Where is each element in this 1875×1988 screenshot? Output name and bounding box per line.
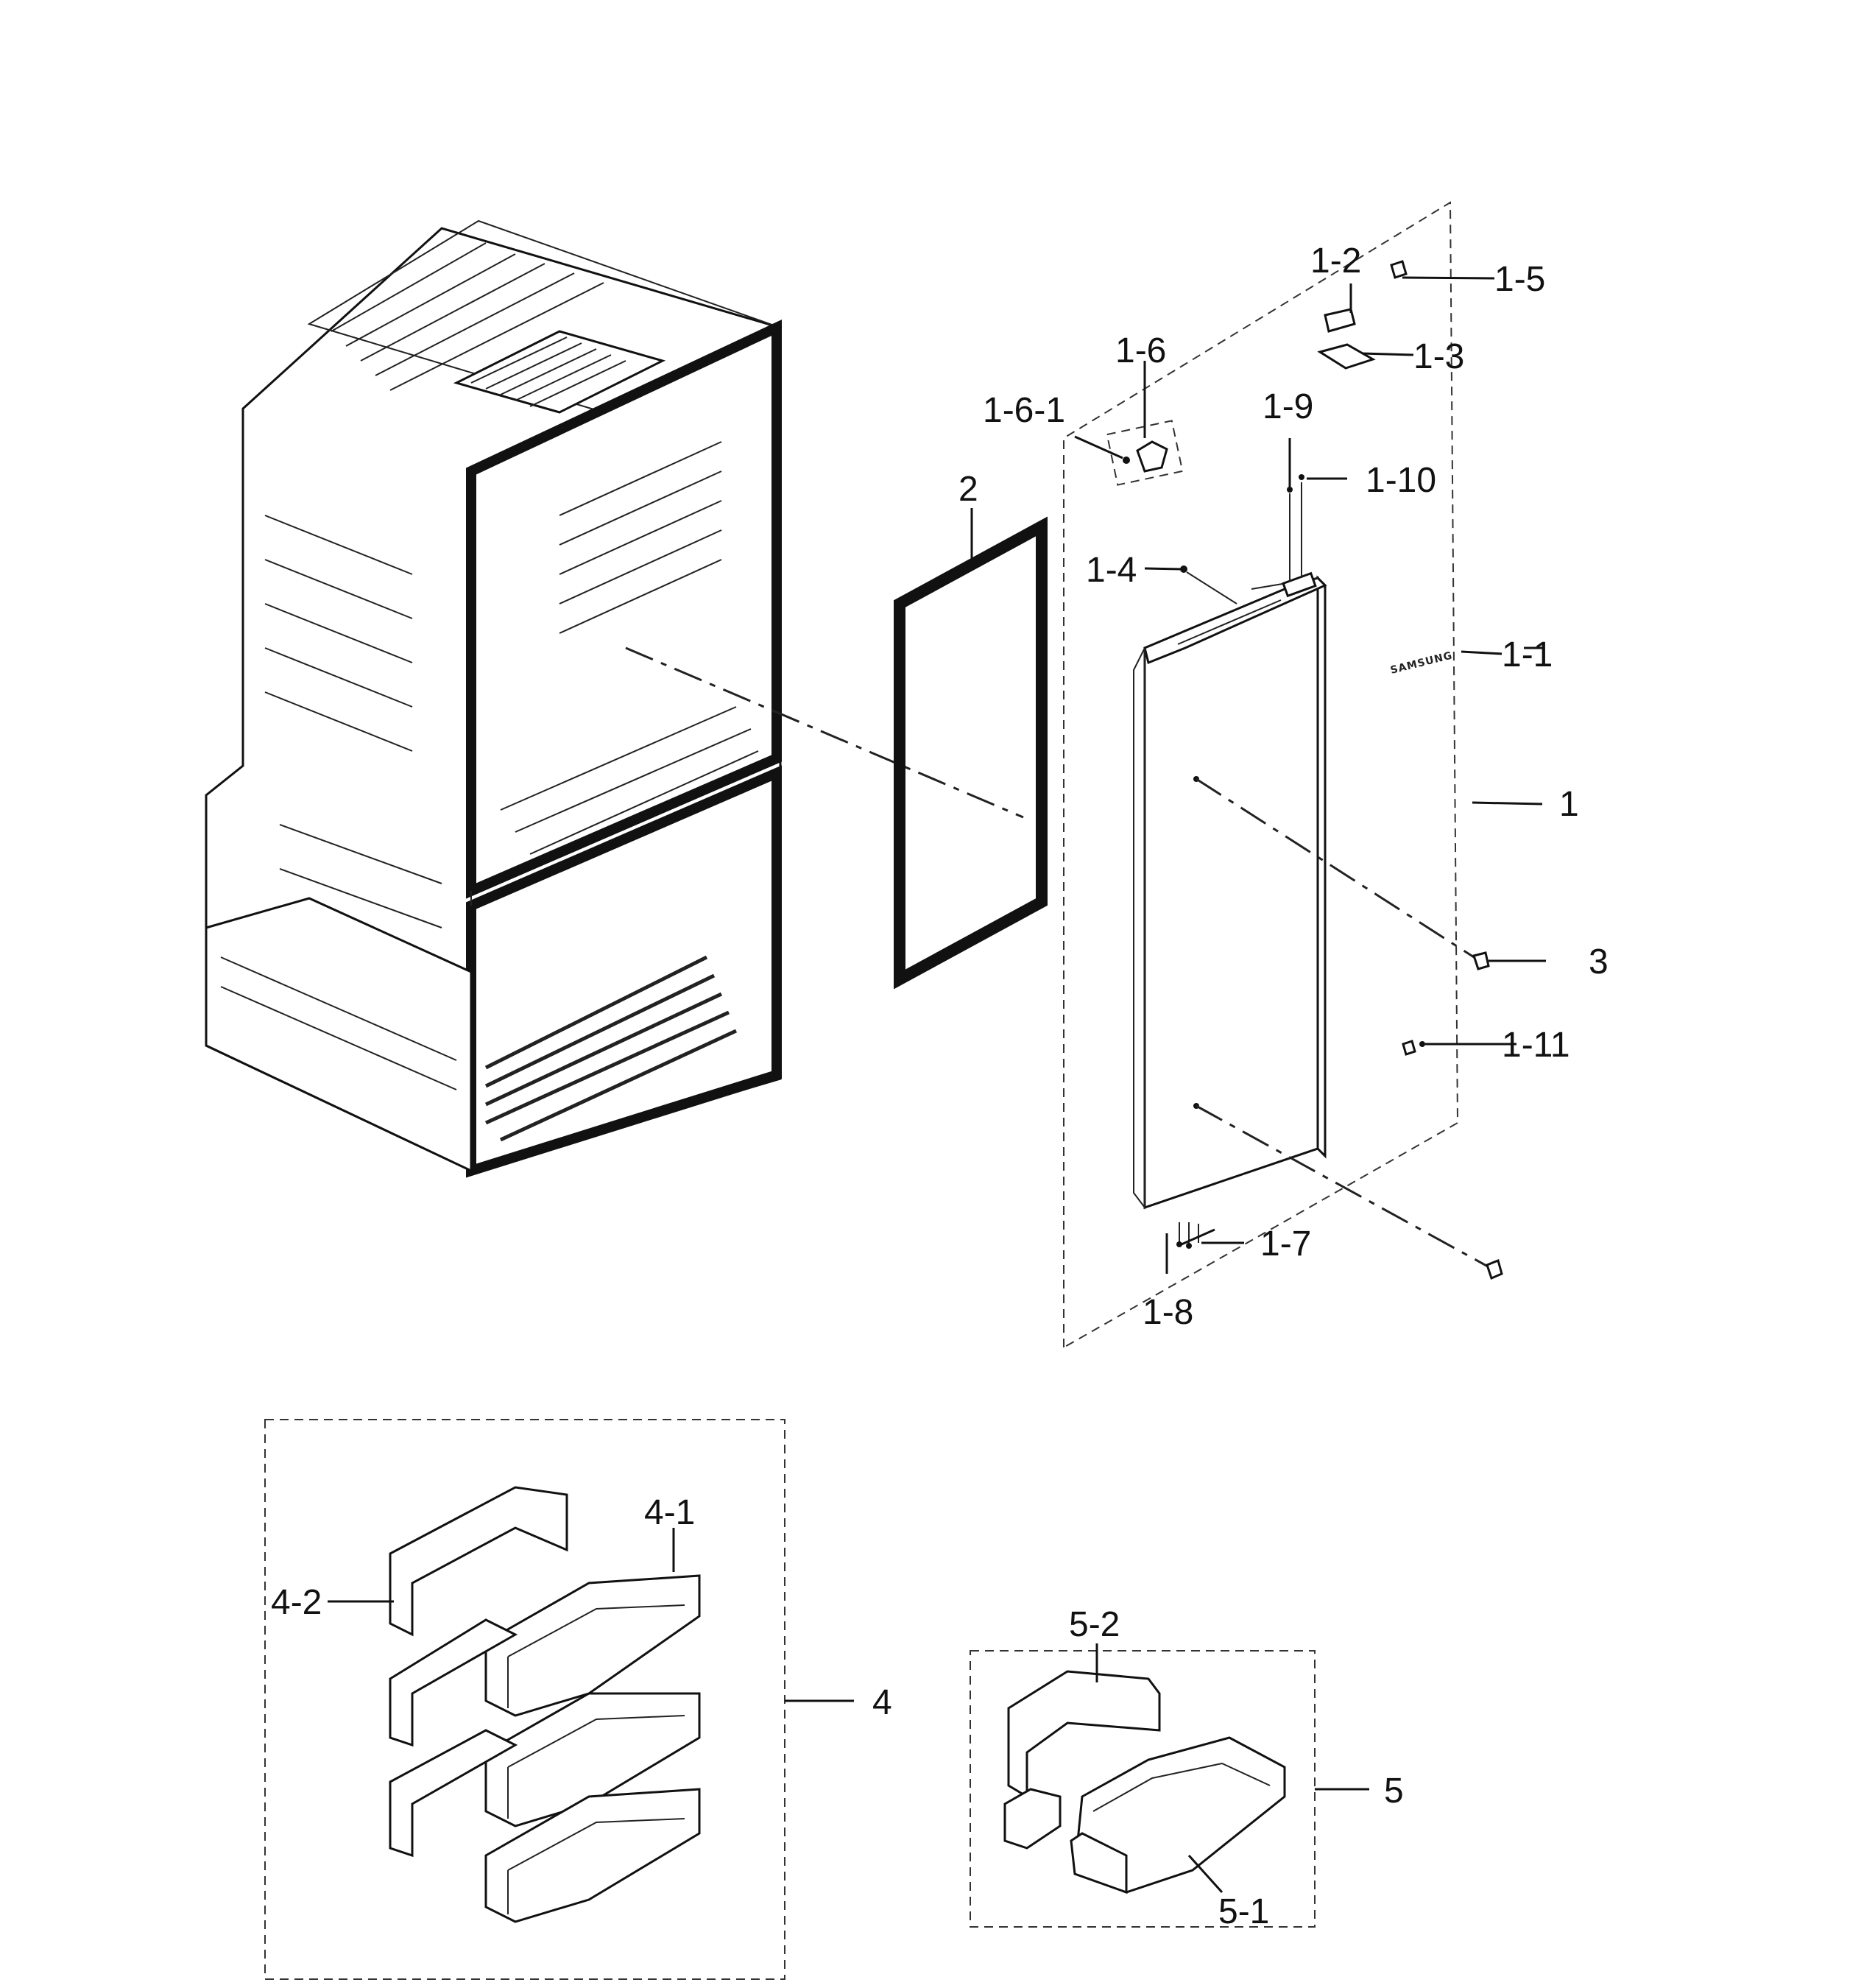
part-1-2-hinge-cover (1324, 308, 1356, 333)
callout-1-3: 1-3 (1413, 337, 1464, 376)
leader-lines (970, 276, 1546, 1246)
callout-2: 2 (958, 470, 978, 509)
callout-1-6: 1-6 (1115, 331, 1166, 370)
samsung-logo-text: SAMSUNG (1389, 649, 1454, 676)
callout-1-8: 1-8 (1143, 1293, 1193, 1332)
part-bottom-screw (1486, 1258, 1503, 1280)
callout-1-9: 1-9 (1263, 387, 1313, 426)
samsung-logo-badge: SAMSUNG (1389, 649, 1454, 676)
part-1-7-hinge-pins (1176, 1222, 1199, 1249)
alignment-line-door-lower (1196, 1104, 1495, 1272)
alignment-line-door-upper (1196, 778, 1480, 962)
alignment-line-cabinet (625, 646, 1024, 819)
leader-lines-group-5 (1095, 1643, 1369, 1894)
callout-1-5: 1-5 (1494, 260, 1545, 299)
callout-1-7: 1-7 (1260, 1224, 1311, 1263)
part-1-6-switch-group (1106, 420, 1184, 486)
callout-1-2: 1-2 (1310, 242, 1361, 281)
part-1-5-cap (1390, 260, 1408, 279)
part-1-10-pin (1289, 474, 1304, 582)
fridge-door (1133, 571, 1327, 1210)
bin-group-4-boundary (264, 1419, 785, 1980)
callout-1-11: 1-11 (1502, 1026, 1570, 1065)
callout-4-1: 4-1 (644, 1493, 695, 1532)
leader-lines-group-4 (328, 1528, 854, 1702)
callout-3: 3 (1589, 942, 1609, 981)
callout-5-2: 5-2 (1069, 1605, 1120, 1644)
callout-5-1: 5-1 (1218, 1892, 1269, 1931)
door-bins-group-4 (389, 1486, 701, 1923)
callout-labels: 1-2 1-5 1-3 1-6 1-6-1 1-9 1-10 2 1-4 1-1… (271, 242, 1609, 1931)
callout-1-6-1: 1-6-1 (983, 391, 1065, 430)
callout-1-1: 1-1 (1502, 635, 1553, 674)
door-bins-group-5 (1003, 1670, 1286, 1894)
part-3-screw (1472, 951, 1490, 970)
callout-1: 1 (1559, 785, 1579, 824)
callout-5: 5 (1384, 1772, 1404, 1811)
part-1-11-cap (1402, 1040, 1425, 1056)
refrigerator-cabinet (205, 219, 783, 1178)
callout-4-2: 4-2 (271, 1583, 322, 1622)
callout-4: 4 (872, 1683, 892, 1722)
door-gasket (894, 516, 1048, 990)
part-1-9-screw (1287, 438, 1293, 493)
door-assembly-boundary (1063, 201, 1459, 1349)
callout-1-10: 1-10 (1366, 461, 1436, 500)
part-1-4-screw (1180, 565, 1237, 604)
part-1-3-hinge-plate (1317, 343, 1376, 370)
callout-1-4: 1-4 (1086, 551, 1137, 590)
